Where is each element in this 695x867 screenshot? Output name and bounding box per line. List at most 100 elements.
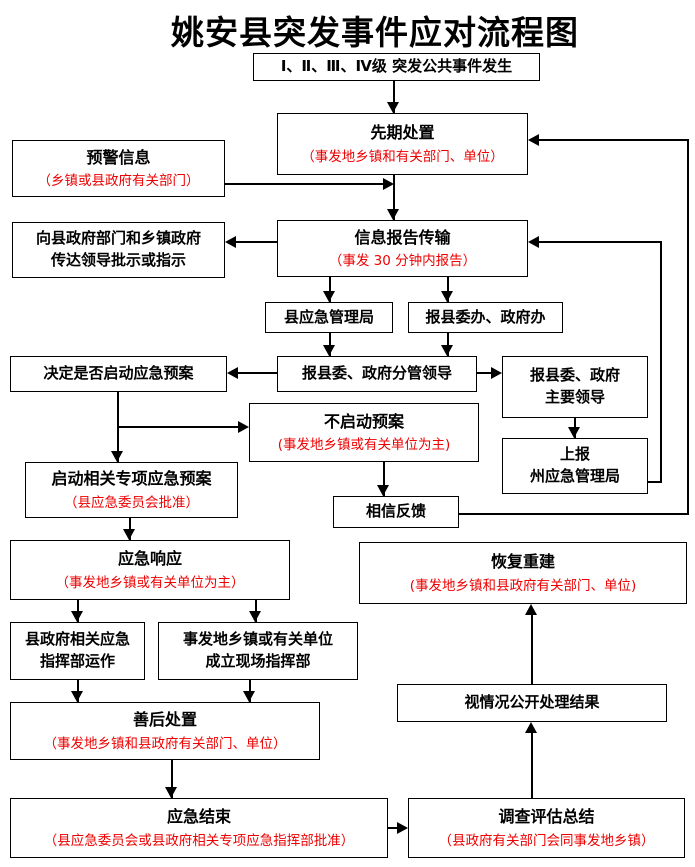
node-label: 视情况公开处理结果 — [464, 693, 600, 712]
node-label: 传达领导批示或指示 — [50, 251, 186, 269]
edge-line — [687, 139, 689, 515]
node-label: 成立现场指挥部 — [205, 652, 311, 670]
node-label: 相信反馈 — [365, 502, 426, 521]
edge-line — [447, 333, 449, 356]
edge-line — [393, 175, 395, 220]
node-label: 事发地乡镇或有关单位 — [182, 630, 333, 649]
node-no-activation: 不启动预案 (事发地乡镇或有关单位为主) — [249, 403, 479, 462]
node-label: 恢复重建 — [490, 552, 555, 572]
node-label: 不启动预案 — [323, 411, 404, 431]
node-label: 指挥部运作 — [39, 652, 115, 670]
node-note: （乡镇或县政府有关部门） — [37, 173, 200, 190]
node-report-main-leaders: 报县委、政府 主要领导 — [502, 356, 648, 418]
node-onsite-command-hq: 事发地乡镇或有关单位 成立现场指挥部 — [158, 622, 358, 680]
node-report-prefecture-bureau: 上报 州应急管理局 — [502, 438, 648, 494]
edge-line — [660, 241, 662, 483]
node-recovery-reconstruction: 恢复重建 (事发地乡镇和县政府有关部门、单位) — [359, 542, 687, 604]
edge-line — [383, 462, 385, 496]
node-label: 报县委办、政府办 — [425, 307, 546, 326]
arrow-down-icon — [165, 787, 177, 798]
node-note: (事发地乡镇或有关单位为主) — [277, 437, 451, 454]
node-label: 启动相关专项应急预案 — [51, 469, 212, 489]
arrow-right-icon — [238, 421, 249, 433]
edge-line — [459, 513, 689, 515]
node-label: 报县委、政府 — [529, 366, 620, 385]
node-convey-instructions: 向县政府部门和乡镇政府 传达领导批示或指示 — [12, 222, 225, 278]
edge-line — [477, 372, 492, 374]
edge-line — [393, 81, 395, 113]
arrow-left-icon — [528, 134, 539, 146]
node-emergency-response: 应急响应 （事发地乡镇或有关单位为主） — [10, 540, 290, 600]
node-warning-info: 预警信息 （乡镇或县政府有关部门） — [12, 140, 225, 197]
node-label: 先期处置 — [370, 123, 435, 143]
node-label: 预警信息 — [86, 147, 151, 167]
arrow-left-icon — [227, 367, 238, 379]
arrow-down-icon — [111, 451, 123, 462]
node-event-occurrence: Ⅰ、Ⅱ、Ⅲ、Ⅳ级 突发公共事件发生 — [253, 53, 540, 81]
edge-line — [329, 333, 331, 356]
arrow-down-icon — [568, 427, 580, 438]
arrow-right-icon — [491, 367, 502, 379]
arrow-down-icon — [243, 691, 255, 702]
edge-line — [329, 277, 331, 302]
node-report-county-offices: 报县委办、政府办 — [408, 302, 563, 333]
edge-line — [236, 372, 277, 374]
node-label: 州应急管理局 — [529, 467, 620, 485]
node-label: 上报 — [559, 445, 590, 464]
edge-line — [171, 760, 173, 798]
node-aftermath-disposal: 善后处置 （事发地乡镇和县政府有关部门、单位） — [10, 702, 320, 760]
node-note: （县政府有关部门会同事发地乡镇） — [438, 832, 655, 849]
arrow-down-icon — [123, 529, 135, 540]
node-label: 县政府相关应急 — [24, 630, 130, 649]
arrow-down-icon — [441, 345, 453, 356]
arrow-left-icon — [528, 236, 539, 248]
edge-line — [531, 614, 533, 684]
node-note: （事发地乡镇或有关单位为主） — [55, 574, 245, 591]
node-label: 善后处置 — [132, 710, 197, 730]
edge-line — [537, 139, 689, 141]
node-label: 调查评估总结 — [498, 807, 595, 827]
arrow-right-icon — [397, 822, 408, 834]
node-investigation-evaluation: 调查评估总结 （县政府有关部门会同事发地乡镇） — [408, 798, 685, 858]
arrow-down-icon — [323, 291, 335, 302]
edge-line — [388, 827, 399, 829]
edge-line — [225, 183, 385, 185]
arrow-down-icon — [249, 611, 261, 622]
node-county-emergency-bureau: 县应急管理局 — [265, 302, 393, 333]
arrow-down-icon — [441, 291, 453, 302]
arrow-down-icon — [377, 485, 389, 496]
node-county-command-hq: 县政府相关应急 指挥部运作 — [10, 622, 145, 680]
node-label: 应急响应 — [117, 549, 182, 569]
node-label: 县应急管理局 — [283, 307, 374, 326]
arrow-up-icon — [525, 604, 537, 615]
node-note: (事发地乡镇和县政府有关部门、单位) — [409, 577, 637, 594]
page-title: 姚安县突发事件应对流程图 — [171, 13, 579, 52]
node-note: （县应急委员会批准） — [64, 494, 199, 511]
node-decide-activate-plan: 决定是否启动应急预案 — [10, 356, 227, 392]
node-feedback: 相信反馈 — [333, 496, 459, 528]
node-label: 信息报告传输 — [354, 227, 451, 247]
node-info-report-transmission: 信息报告传输 （事发 30 分钟内报告） — [277, 220, 528, 277]
node-activate-special-plan: 启动相关专项应急预案 （县应急委员会批准） — [25, 462, 238, 518]
edge-line — [537, 241, 662, 243]
edge-line — [531, 732, 533, 798]
edge-line — [233, 241, 277, 243]
node-note: （事发地乡镇和县政府有关部门、单位） — [43, 735, 287, 752]
edge-line — [118, 426, 240, 428]
node-label: 决定是否启动应急预案 — [43, 364, 194, 383]
node-label: Ⅰ、Ⅱ、Ⅲ、Ⅳ级 突发公共事件发生 — [280, 57, 513, 76]
arrow-down-icon — [387, 209, 399, 220]
node-label: 应急结束 — [166, 807, 231, 827]
arrow-down-icon — [71, 611, 83, 622]
edge-line — [447, 277, 449, 302]
node-label: 向县政府部门和乡镇政府 — [35, 229, 201, 248]
edge-line — [648, 481, 662, 483]
node-note: （事发地乡镇和有关部门、单位） — [301, 148, 504, 165]
arrow-left-icon — [225, 236, 236, 248]
node-publicize-results: 视情况公开处理结果 — [397, 684, 667, 722]
node-initial-disposal: 先期处置 （事发地乡镇和有关部门、单位） — [277, 113, 528, 175]
arrow-down-icon — [387, 102, 399, 113]
arrow-right-icon — [383, 178, 394, 190]
node-label: 主要领导 — [544, 388, 605, 406]
